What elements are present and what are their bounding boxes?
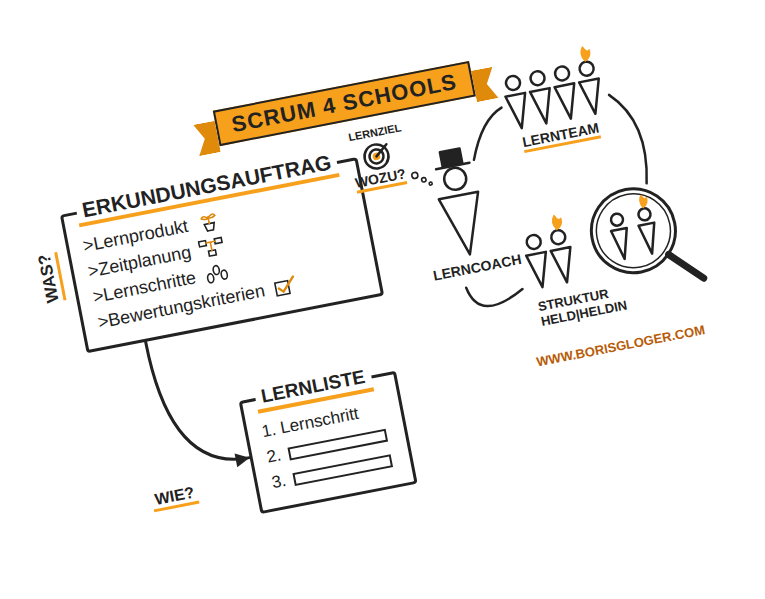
item-text: 3. bbox=[269, 468, 288, 496]
flow-arrow bbox=[146, 327, 251, 480]
sketch-card: SCRUM 4 SCHOOLS ERKUNDUNGSAUFTRAG>Lernpro… bbox=[16, 21, 748, 579]
team-figures bbox=[499, 45, 605, 130]
structure-figures bbox=[520, 214, 577, 289]
coach-figure bbox=[430, 147, 489, 259]
note-label: LERNTEAM bbox=[521, 120, 601, 154]
list-box: LERNLISTE1. Lernschritt2.3. bbox=[239, 371, 418, 514]
item-icon bbox=[271, 274, 300, 299]
magnifier-icon bbox=[584, 178, 704, 298]
banner-tail bbox=[471, 67, 499, 103]
title-banner: SCRUM 4 SCHOOLS bbox=[213, 61, 476, 146]
plant-icon bbox=[194, 209, 223, 234]
item-icon bbox=[194, 209, 223, 234]
thought-bubbles bbox=[411, 170, 432, 189]
steps-icon bbox=[202, 261, 231, 286]
title-text: SCRUM 4 SCHOOLS bbox=[229, 69, 458, 137]
item-icon bbox=[202, 261, 231, 286]
plan-icon bbox=[197, 235, 226, 260]
note-label: WOZU? bbox=[354, 165, 408, 194]
item-text: 2. bbox=[265, 442, 284, 470]
check-icon bbox=[271, 274, 300, 299]
item-icon bbox=[197, 235, 226, 260]
edge-label: WIE? bbox=[150, 482, 199, 511]
note-label: WAS? bbox=[35, 252, 67, 305]
target-icon bbox=[362, 142, 390, 170]
note-label: LERNZIEL bbox=[347, 121, 402, 144]
banner-tail bbox=[193, 121, 221, 157]
note-label: LERNCOACH bbox=[432, 251, 523, 284]
task-box: ERKUNDUNGSAUFTRAG>Lernprodukt>Zeitplanun… bbox=[60, 157, 385, 353]
note-label: STRUKTUR HELD|HELDIN bbox=[537, 280, 646, 329]
box-heading: ERKUNDUNGSAUFTRAG bbox=[74, 149, 340, 227]
blank-bar bbox=[293, 454, 394, 486]
note-label: WWW.BORISGLOGER.COM bbox=[535, 323, 706, 370]
arrow-line bbox=[146, 327, 250, 473]
